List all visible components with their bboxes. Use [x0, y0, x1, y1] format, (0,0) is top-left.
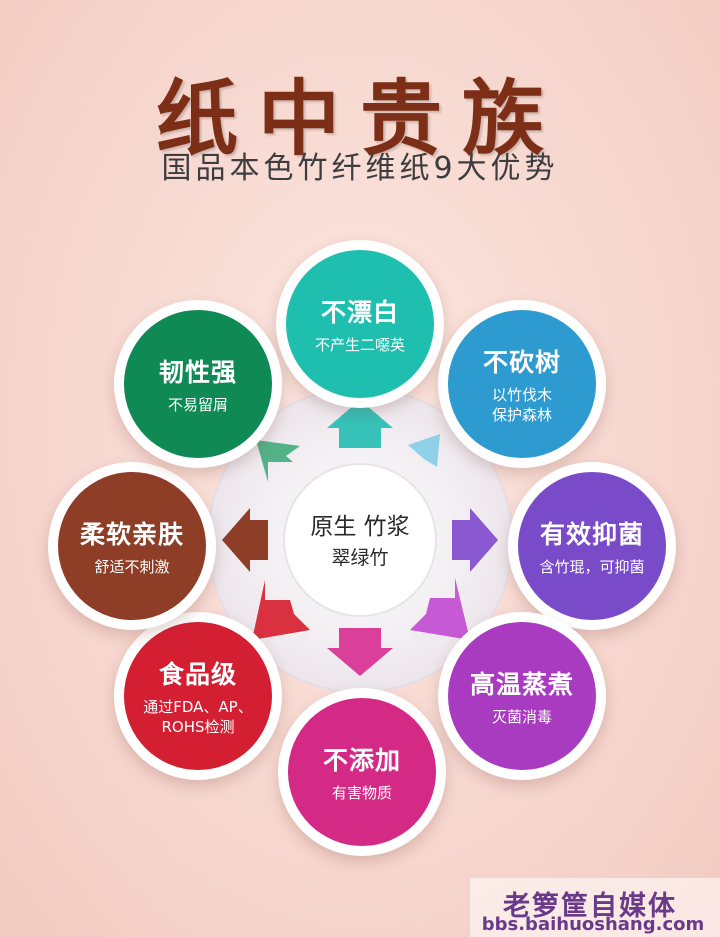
advantage-sub: 有害物质 — [331, 784, 392, 802]
advantage-strong-toughness: 韧性强 不易留屑 — [124, 310, 272, 458]
arrow-left-icon — [222, 508, 268, 572]
advantage-title: 不添加 — [322, 746, 401, 775]
advantage-sub: 不易留屑 — [167, 396, 228, 414]
advantage-sub-line2: ROHS检测 — [161, 718, 235, 736]
arrow-up-icon — [327, 400, 393, 448]
advantage-high-temp-steam: 高温蒸煮 灭菌消毒 — [448, 622, 596, 770]
advantage-title: 不砍树 — [482, 348, 561, 377]
advantage-title: 韧性强 — [158, 358, 237, 387]
advantage-sub: 灭菌消毒 — [491, 708, 552, 726]
advantage-title: 有效抑菌 — [539, 520, 644, 549]
advantage-title: 不漂白 — [320, 298, 399, 327]
advantage-sub: 含竹琨，可抑菌 — [539, 558, 645, 576]
advantage-soft-skin-friendly: 柔软亲肤 舒适不刺激 — [58, 472, 206, 620]
page-title: 纸中贵族 — [155, 71, 564, 167]
advantage-no-bleach: 不漂白 不产生二噁英 — [286, 250, 434, 398]
arrow-upleft-icon — [256, 440, 300, 482]
advantage-sub-line2: 保护森林 — [491, 406, 552, 424]
arrow-down-icon — [327, 628, 393, 676]
arrow-upright-icon — [408, 434, 440, 467]
center-line1: 原生 竹浆 — [310, 514, 410, 540]
advantage-sub: 不产生二噁英 — [314, 336, 405, 354]
center-line2: 翠绿竹 — [331, 547, 389, 569]
advantage-no-cutting-trees: 不砍树 以竹伐木 保护森林 — [448, 310, 596, 458]
page-subtitle: 国品本色竹纤维纸9大优势 — [161, 151, 559, 186]
advantage-food-grade: 食品级 通过FDA、AP、 ROHS检测 — [124, 622, 272, 770]
advantage-no-additives: 不添加 有害物质 — [288, 698, 436, 846]
advantage-sub: 通过FDA、AP、 ROHS检测 — [143, 697, 252, 737]
advantage-antibacterial: 有效抑菌 含竹琨，可抑菌 — [518, 472, 666, 620]
advantage-title: 高温蒸煮 — [469, 670, 574, 699]
advantage-sub: 以竹伐木 保护森林 — [492, 385, 552, 425]
watermark-background — [470, 878, 720, 937]
arrow-downleft-icon — [252, 580, 310, 640]
arrow-downright-icon — [410, 578, 470, 640]
advantage-sub-line1: 以竹伐木 — [491, 386, 552, 404]
advantage-title: 柔软亲肤 — [79, 520, 184, 549]
advantage-title: 食品级 — [158, 660, 237, 689]
inner-ring — [283, 463, 437, 617]
watermark-title: 老箩筐自媒体 — [503, 891, 677, 922]
advantage-sub-line1: 通过FDA、AP、 — [143, 698, 253, 716]
advantage-sub: 舒适不刺激 — [94, 558, 170, 576]
watermark-url: bbs.baihuoshang.com — [481, 914, 705, 935]
center-label: 原生 竹浆 翠绿竹 — [290, 507, 430, 570]
arrow-right-icon — [452, 508, 498, 572]
